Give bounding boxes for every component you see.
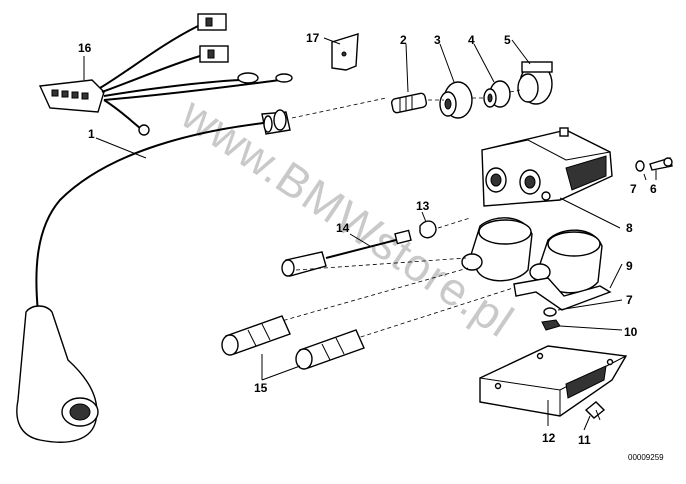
callout-9: 9: [626, 259, 633, 273]
bracket-part-17[interactable]: [331, 33, 359, 71]
callout-10: 10: [624, 325, 638, 339]
spark-plug-cable-part-2[interactable]: [390, 92, 428, 114]
callout-13: 13: [416, 199, 430, 213]
clip-part-13[interactable]: [419, 220, 437, 239]
washer-part-7-top[interactable]: [635, 160, 645, 172]
callout-16: 16: [78, 41, 92, 55]
callout-1: 1: [88, 127, 95, 141]
spark-plug-connector-right[interactable]: [295, 329, 365, 370]
cable-part[interactable]: [16, 109, 291, 443]
spark-plug-connector-left[interactable]: [221, 315, 291, 356]
callout-17: 17: [306, 31, 320, 45]
callout-14: 14: [336, 221, 350, 235]
callout-2: 2: [400, 33, 407, 47]
callout-7-bottom: 7: [626, 293, 633, 307]
ignition-coil-left[interactable]: [461, 217, 533, 282]
screw-part-11[interactable]: [584, 401, 606, 421]
bolt-part-6[interactable]: [649, 157, 673, 171]
callout-5: 5: [504, 33, 511, 47]
callout-3: 3: [434, 33, 441, 47]
callout-8: 8: [626, 221, 633, 235]
catalog-number: 00009259: [628, 453, 664, 462]
callout-11: 11: [578, 433, 591, 447]
watermark-text: www.BMWstore.pl: [172, 87, 524, 348]
callout-4: 4: [468, 33, 475, 47]
suppressor-cap-part-3[interactable]: [439, 81, 473, 119]
clamp-part-5[interactable]: [517, 61, 553, 105]
holder-part-9[interactable]: [513, 277, 612, 311]
callout-6: 6: [650, 182, 657, 196]
connector-part-4[interactable]: [483, 80, 511, 108]
callout-12: 12: [542, 431, 556, 445]
wiring-harness-part[interactable]: [38, 13, 293, 136]
callout-7-top: 7: [630, 182, 637, 196]
callout-15: 15: [254, 381, 268, 395]
coil-bracket-part-8[interactable]: [481, 127, 613, 207]
nut-part-10[interactable]: [541, 319, 561, 331]
washer-part-7-bottom[interactable]: [543, 307, 557, 317]
ignition-coil-right[interactable]: [529, 229, 603, 294]
leader-lines: [83, 37, 657, 431]
cover-plate-part-12[interactable]: [479, 345, 628, 417]
